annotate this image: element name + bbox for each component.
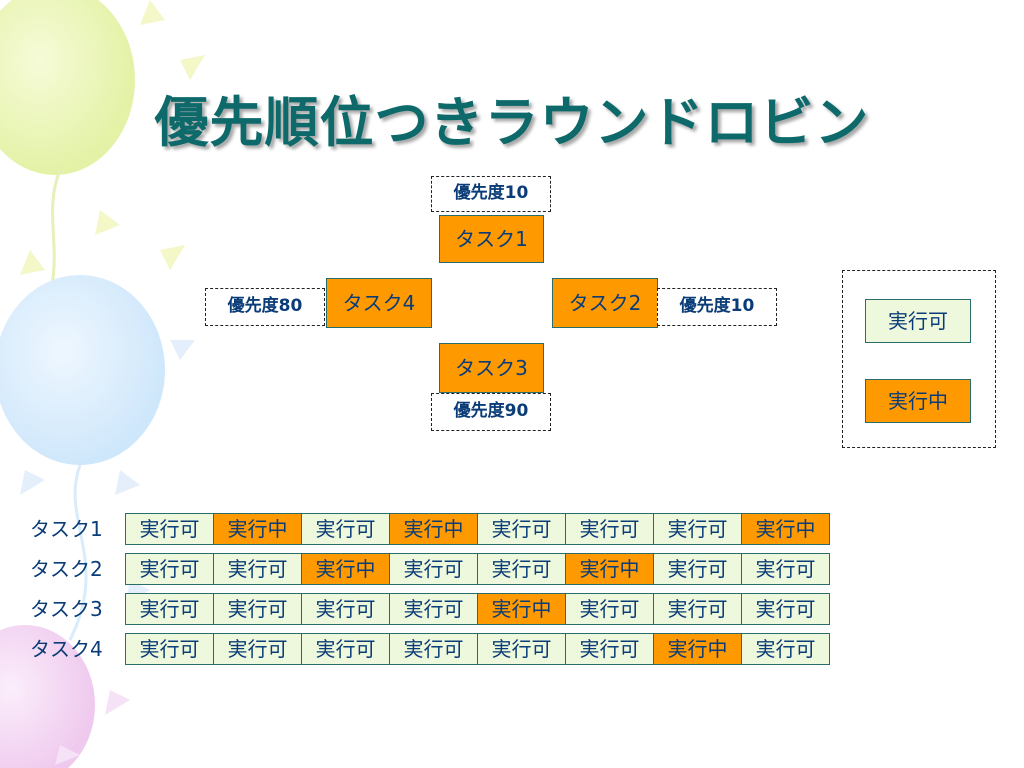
timeline-row-label: タスク4 [30,637,103,661]
cell-ready: 実行可 [477,633,566,665]
legend-ready: 実行可 [865,299,971,343]
cell-ready: 実行可 [565,593,654,625]
cell-ready: 実行可 [477,513,566,545]
cell-ready: 実行可 [653,593,742,625]
task-box-task1: タスク1 [439,215,544,263]
priority-label-task2: 優先度10 [657,288,777,326]
cell-running: 実行中 [741,513,830,545]
cell-ready: 実行可 [125,553,214,585]
cell-running: 実行中 [389,513,478,545]
cell-ready: 実行可 [653,513,742,545]
cell-ready: 実行可 [389,633,478,665]
priority-label-task1: 優先度10 [431,176,551,212]
balloon-blue-shape [0,275,165,465]
timeline-cells: 実行可実行中実行可実行中実行可実行可実行可実行中 [125,513,830,545]
timeline-row-label: タスク3 [30,597,103,621]
cell-ready: 実行可 [565,633,654,665]
timeline-row-label: タスク1 [30,517,103,541]
legend-box [842,270,996,448]
legend-running: 実行中 [865,379,971,423]
timeline-cells: 実行可実行可実行可実行可実行可実行可実行中実行可 [125,633,830,665]
cell-running: 実行中 [301,553,390,585]
task-box-task3: タスク3 [439,343,544,393]
cell-ready: 実行可 [565,513,654,545]
cell-running: 実行中 [653,633,742,665]
cell-running: 実行中 [477,593,566,625]
cell-ready: 実行可 [653,553,742,585]
timeline-cells: 実行可実行可実行可実行可実行中実行可実行可実行可 [125,593,830,625]
cell-ready: 実行可 [389,593,478,625]
priority-label-task4: 優先度80 [205,288,325,326]
task-box-task4: タスク4 [326,278,432,328]
cell-ready: 実行可 [301,513,390,545]
timeline-cells: 実行可実行可実行中実行可実行可実行中実行可実行可 [125,553,830,585]
cell-ready: 実行可 [301,593,390,625]
cell-ready: 実行可 [389,553,478,585]
cell-ready: 実行可 [213,553,302,585]
cell-ready: 実行可 [741,633,830,665]
timeline-row-label: タスク2 [30,557,103,581]
cell-ready: 実行可 [213,593,302,625]
cell-ready: 実行可 [125,513,214,545]
slide-title: 優先順位つきラウンドロビン [154,91,870,154]
balloon-green-shape [0,0,135,175]
cell-running: 実行中 [213,513,302,545]
priority-label-task3: 優先度90 [431,393,551,431]
cell-ready: 実行可 [301,633,390,665]
balloon-pink-shape [0,625,95,768]
cell-ready: 実行可 [125,593,214,625]
cell-ready: 実行可 [741,553,830,585]
task-box-task2: タスク2 [552,278,658,328]
cell-ready: 実行可 [213,633,302,665]
cell-ready: 実行可 [125,633,214,665]
cell-ready: 実行可 [477,553,566,585]
cell-running: 実行中 [565,553,654,585]
cell-ready: 実行可 [741,593,830,625]
